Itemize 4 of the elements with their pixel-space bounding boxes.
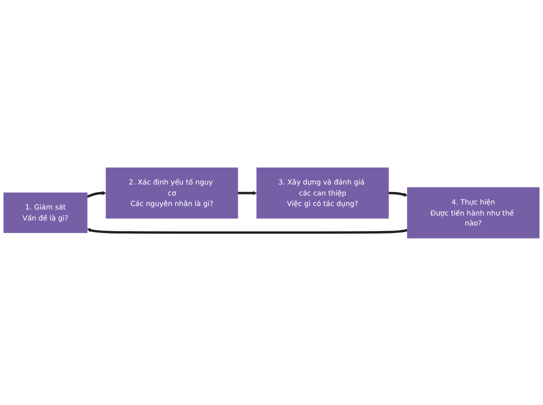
arrow: [86, 228, 408, 234]
arrow: [238, 190, 257, 195]
arrow: [388, 191, 408, 196]
arrow: [86, 190, 106, 198]
